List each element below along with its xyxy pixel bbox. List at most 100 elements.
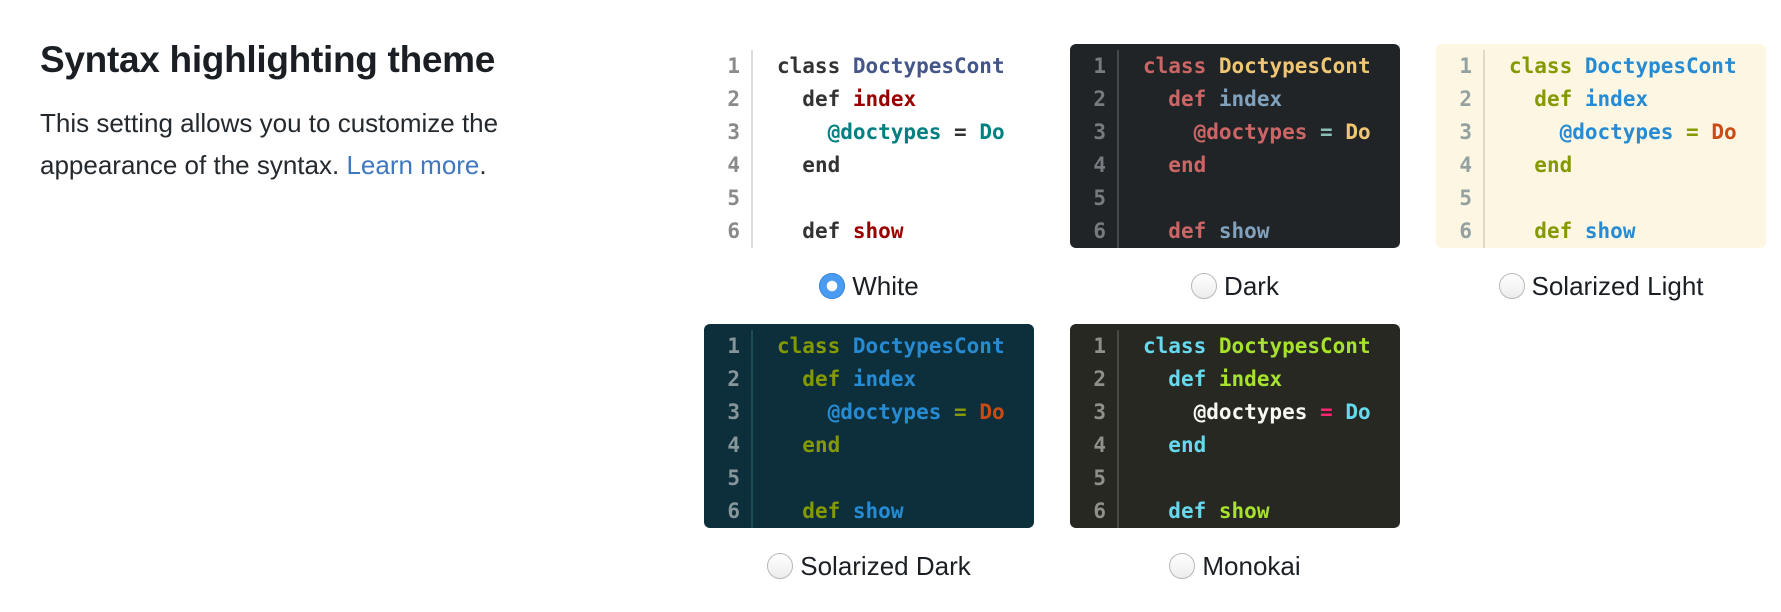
line-number: 6: [1093, 219, 1106, 243]
line-number: 2: [1459, 87, 1472, 111]
theme-option-solarized-dark[interactable]: Solarized Dark: [704, 528, 1034, 604]
token-plain: [840, 334, 853, 358]
token-plain: [1509, 120, 1560, 144]
token-fn: index: [1218, 367, 1283, 391]
token-fn: show: [852, 499, 904, 523]
radio-button-white-selected[interactable]: [819, 273, 846, 299]
line-number: 4: [1093, 433, 1106, 457]
token-cls: DoctypesCont: [1584, 54, 1737, 78]
token-kw: end: [802, 433, 841, 457]
line-number: 3: [1093, 120, 1106, 144]
line-number: 3: [727, 120, 740, 144]
token-plain: [1143, 499, 1168, 523]
code-line: class DoctypesCont: [777, 50, 1034, 83]
code-line: [777, 182, 1034, 215]
token-fn: index: [1584, 87, 1649, 111]
token-kw: class: [777, 54, 841, 78]
radio-button-solarized-dark[interactable]: [767, 553, 794, 579]
line-number: 4: [1459, 153, 1472, 177]
token-kw: def: [1168, 367, 1207, 391]
line-number: 2: [727, 87, 740, 111]
token-fn: index: [1218, 87, 1283, 111]
token-plain: [1673, 120, 1686, 144]
token-const: Do: [1345, 120, 1371, 144]
code-line: def show: [1509, 215, 1766, 248]
code-line: end: [1509, 149, 1766, 182]
token-plain: [840, 219, 853, 243]
token-fn: show: [1218, 219, 1270, 243]
token-ivar: @doctypes: [827, 400, 942, 424]
theme-label: White: [852, 270, 919, 301]
theme-option-dark[interactable]: Dark: [1070, 248, 1400, 324]
theme-option-monokai[interactable]: Monokai: [1070, 528, 1400, 604]
token-plain: [1572, 219, 1585, 243]
token-op: =: [954, 400, 967, 424]
token-plain: [840, 87, 853, 111]
token-plain: [1143, 87, 1168, 111]
token-plain: [1143, 367, 1168, 391]
token-plain: [1699, 120, 1712, 144]
token-plain: [1509, 87, 1534, 111]
token-plain: [777, 367, 802, 391]
line-number: 6: [1093, 499, 1106, 523]
token-kw: class: [1143, 54, 1207, 78]
token-plain: [1143, 219, 1168, 243]
token-plain: [1333, 120, 1346, 144]
line-number: 5: [727, 466, 740, 490]
code-line: [1509, 182, 1766, 215]
radio-button-solarized-light[interactable]: [1498, 273, 1525, 299]
token-kw: end: [1534, 153, 1573, 177]
theme-option-solarized-light[interactable]: Solarized Light: [1436, 248, 1766, 324]
line-number: 5: [727, 186, 740, 210]
token-fn: show: [852, 219, 904, 243]
theme-label: Solarized Light: [1531, 270, 1704, 301]
theme-label: Monokai: [1202, 550, 1301, 581]
code-line: @doctypes = Do: [1143, 396, 1400, 429]
radio-button-monokai[interactable]: [1169, 553, 1196, 579]
token-ivar: @doctypes: [1193, 400, 1308, 424]
token-ivar: @doctypes: [827, 120, 942, 144]
line-number: 1: [1093, 334, 1106, 358]
token-kw: end: [1168, 433, 1207, 457]
code-line: def show: [777, 215, 1034, 248]
token-plain: [1572, 54, 1585, 78]
token-fn: show: [1218, 499, 1270, 523]
code-line: @doctypes = Do: [1143, 116, 1400, 149]
token-kw: def: [1168, 87, 1207, 111]
setting-description-period: .: [479, 150, 487, 180]
token-kw: class: [1509, 54, 1573, 78]
token-plain: [1307, 400, 1320, 424]
line-number: 5: [1093, 466, 1106, 490]
code-line: @doctypes = Do: [777, 116, 1034, 149]
token-op: =: [954, 120, 967, 144]
token-kw: def: [1168, 219, 1207, 243]
code-sample: class DoctypesCont def index @doctypes =…: [1119, 330, 1400, 528]
token-plain: [1206, 499, 1219, 523]
line-number: 5: [1459, 186, 1472, 210]
token-kw: class: [1143, 334, 1207, 358]
code-sample: class DoctypesCont def index @doctypes =…: [1485, 50, 1766, 248]
code-line: def index: [777, 363, 1034, 396]
learn-more-link[interactable]: Learn more: [346, 150, 480, 180]
token-plain: [777, 219, 802, 243]
token-fn: show: [1584, 219, 1636, 243]
radio-button-dark[interactable]: [1191, 273, 1218, 299]
line-number: 1: [1093, 54, 1106, 78]
token-cls: DoctypesCont: [1218, 334, 1371, 358]
theme-option-white[interactable]: White: [704, 248, 1034, 324]
token-plain: [1206, 54, 1219, 78]
token-kw: class: [777, 334, 841, 358]
code-line: end: [777, 429, 1034, 462]
code-line: def show: [1143, 215, 1400, 248]
